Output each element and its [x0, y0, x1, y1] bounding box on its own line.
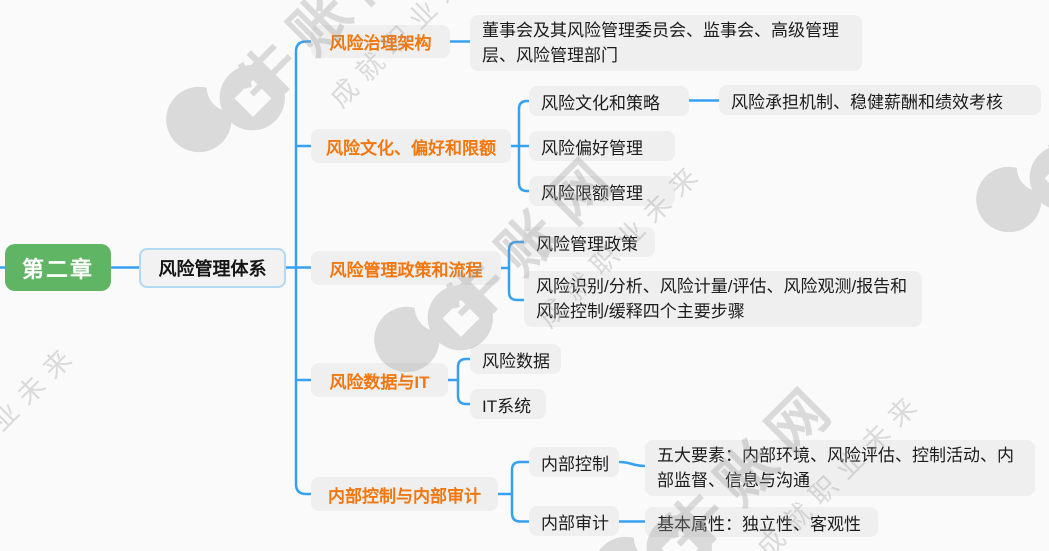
niuzhang-logo-icon — [166, 65, 285, 153]
leaf-node-five-elements[interactable]: 五大要素：内部环境、风险评估、控制活动、内部监督、信息与沟通 — [645, 440, 1035, 496]
root-node-chapter[interactable]: 第二章 — [5, 244, 111, 291]
leaf-node-it-system[interactable]: IT系统 — [470, 389, 546, 419]
leaf-node-four-main-steps[interactable]: 风险识别/分析、风险计量/评估、风险观测/报告和风险控制/缓释四个主要步骤 — [524, 271, 922, 327]
leaf-node-risk-taking-mechanism[interactable]: 风险承担机制、稳健薪酬和绩效考核 — [719, 85, 1041, 115]
branch-node-risk-governance[interactable]: 风险治理架构 — [311, 25, 450, 58]
niuzhang-logo-icon — [976, 145, 1049, 233]
leaf-node-culture-strategy[interactable]: 风险文化和策略 — [529, 86, 689, 116]
watermark: 牛账网 成就职业未来 — [953, 0, 1049, 316]
watermark-brand: 牛账网 — [226, 0, 425, 118]
hub-node-risk-management-system[interactable]: 风险管理体系 — [139, 248, 286, 288]
branch-node-culture-appetite-limits[interactable]: 风险文化、偏好和限额 — [311, 129, 511, 163]
watermark-slogan: 成就职业未来 — [0, 337, 85, 516]
branch-node-risk-data-it[interactable]: 风险数据与IT — [311, 363, 448, 397]
leaf-node-internal-control[interactable]: 内部控制 — [529, 447, 619, 477]
watermark-brand: 牛账网 — [0, 320, 7, 520]
leaf-node-appetite-management[interactable]: 风险偏好管理 — [529, 131, 675, 161]
leaf-node-risk-data[interactable]: 风险数据 — [470, 344, 561, 374]
leaf-node-internal-audit[interactable]: 内部审计 — [529, 506, 619, 536]
leaf-node-basic-attributes[interactable]: 基本属性：独立性、客观性 — [645, 507, 878, 537]
branch-node-policy-process[interactable]: 风险管理政策和流程 — [311, 251, 501, 285]
leaf-node-limit-management[interactable]: 风险限额管理 — [529, 176, 675, 206]
branch-node-internal-control-audit[interactable]: 内部控制与内部审计 — [311, 477, 498, 511]
leaf-node-governance-bodies[interactable]: 董事会及其风险管理委员会、监事会、高级管理层、风险管理部门 — [470, 15, 862, 71]
leaf-node-risk-policy[interactable]: 风险管理政策 — [524, 227, 655, 257]
